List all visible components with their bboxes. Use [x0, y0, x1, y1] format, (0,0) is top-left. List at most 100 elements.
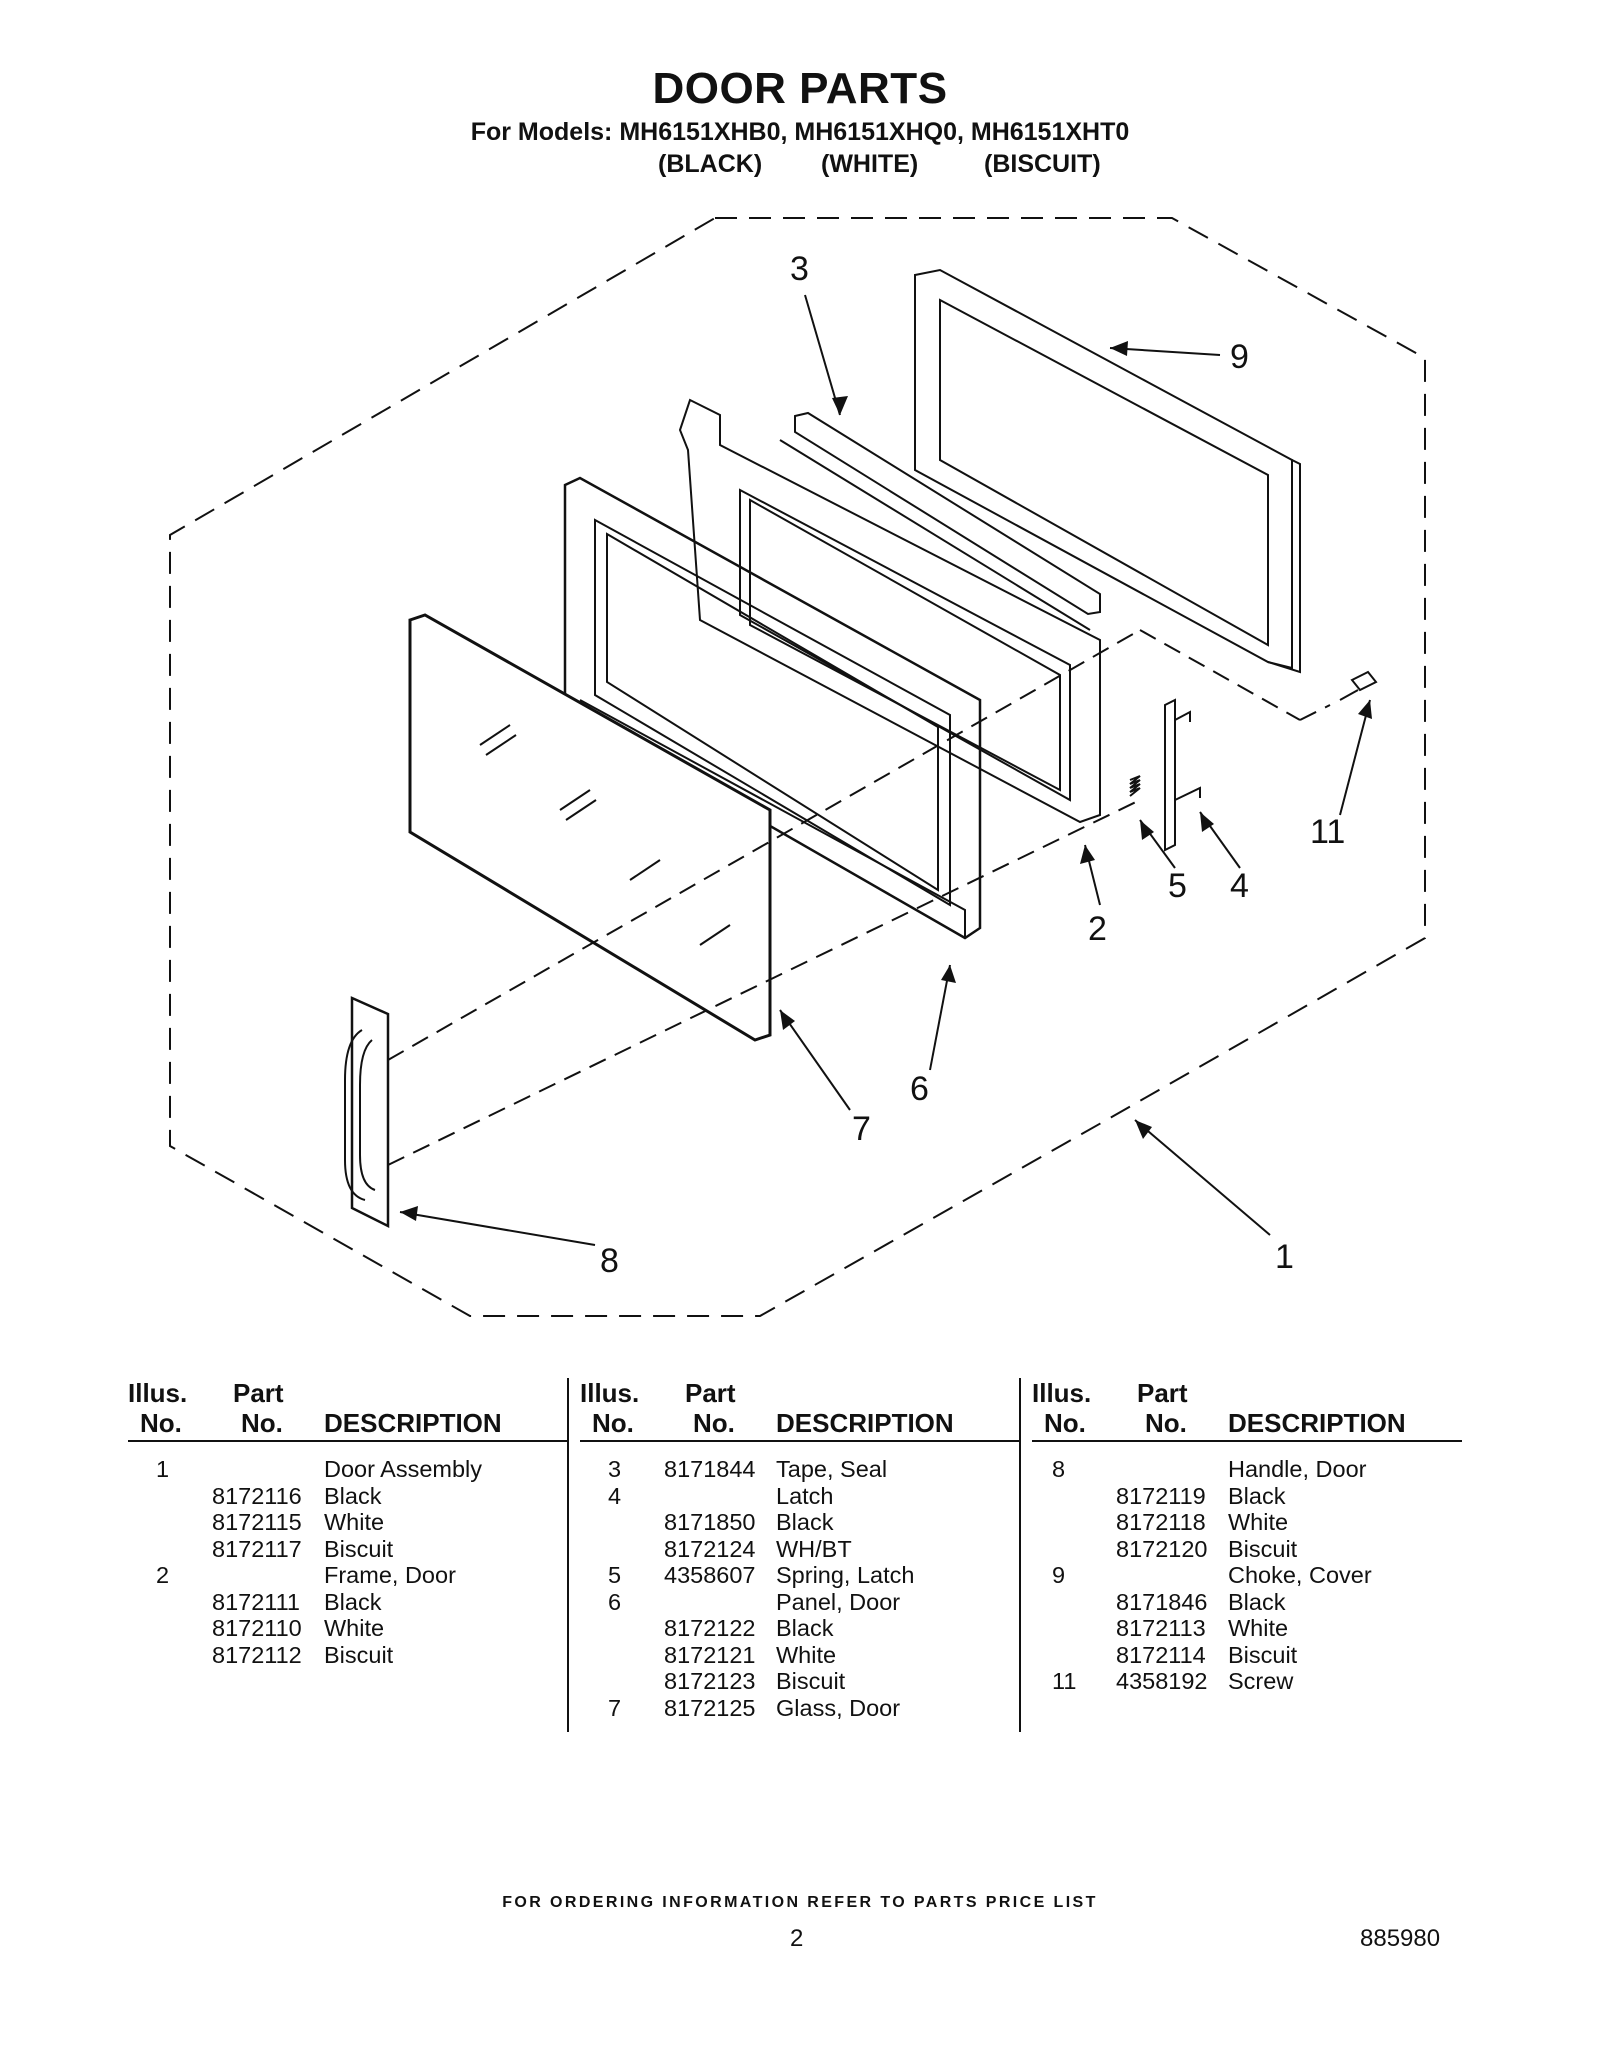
description-cell: Door Assembly [324, 1456, 483, 1482]
part-no-cell: 8171844 [664, 1456, 756, 1482]
table-row: 8172112 Biscuit [128, 1642, 568, 1669]
color-label-biscuit: (BISCUIT) [984, 150, 1101, 178]
choke-cover-drawing [914, 268, 1301, 674]
table-row: 8172111 Black [128, 1589, 568, 1616]
part-no-cell: 8171850 [664, 1509, 756, 1535]
part-no-cell: 8172122 [664, 1615, 756, 1641]
table-row: 8171846 Black [1032, 1589, 1462, 1616]
column-divider [567, 1378, 569, 1732]
part-header-2: No. [693, 1408, 735, 1438]
description-cell: Frame, Door [324, 1562, 456, 1588]
callout-7: 7 [852, 1110, 871, 1148]
callout-8: 8 [600, 1242, 619, 1280]
part-no-cell: 8172116 [212, 1482, 302, 1509]
illus-no-cell: 9 [1052, 1562, 1066, 1588]
callout-9: 9 [1230, 338, 1249, 376]
description-cell: White [324, 1509, 385, 1535]
illus-no-cell: 8 [1052, 1456, 1066, 1482]
latch-drawing [1164, 698, 1201, 852]
callout-5: 5 [1168, 867, 1187, 905]
description-header: DESCRIPTION [1228, 1408, 1406, 1438]
ordering-note: FOR ORDERING INFORMATION REFER TO PARTS … [502, 1894, 1098, 1911]
description-cell: Black [1228, 1588, 1286, 1615]
table-row: 8172119 Black [1032, 1483, 1462, 1510]
part-header-1: Part [1137, 1378, 1188, 1408]
part-header-1: Part [233, 1378, 284, 1408]
part-no-cell: 8172118 [1116, 1509, 1206, 1535]
part-no-cell: 8172117 [212, 1535, 302, 1562]
callout-4: 4 [1230, 867, 1249, 905]
page-number: 2 [790, 1925, 804, 1952]
color-label-white: (WHITE) [821, 150, 919, 178]
table-row: 1 Door Assembly [128, 1456, 568, 1483]
illus-header-2: No. [592, 1408, 634, 1438]
part-no-cell: 8172124 [664, 1535, 756, 1562]
part-header-2: No. [1145, 1408, 1187, 1438]
part-no-cell: 8171846 [1116, 1588, 1208, 1615]
assembly-outline [169, 217, 1426, 1317]
callout-6: 6 [910, 1070, 929, 1108]
table-row: 8172118 White [1032, 1509, 1462, 1536]
parts-table-column-1: Illus. No. Part No. DESCRIPTION 1 Door As… [128, 1378, 568, 1668]
callout-3: 3 [790, 250, 809, 288]
illus-header-2: No. [1044, 1408, 1086, 1438]
door-panel-drawing [563, 476, 982, 940]
description-cell: Screw [1228, 1668, 1294, 1694]
description-cell: Glass, Door [776, 1694, 901, 1721]
part-no-cell: 8172112 [212, 1641, 302, 1668]
description-cell: White [1228, 1509, 1289, 1535]
door-frame-drawing [678, 398, 1101, 824]
illus-header-2: No. [140, 1408, 182, 1438]
illus-no-cell: 1 [156, 1456, 170, 1482]
leader-lines [399, 294, 1371, 1246]
part-no-cell: 8172111 [212, 1588, 300, 1615]
description-cell: Choke, Cover [1228, 1562, 1372, 1588]
description-cell: Black [324, 1588, 382, 1615]
description-cell: Biscuit [324, 1641, 394, 1668]
description-cell: White [776, 1641, 837, 1668]
illus-no-cell: 5 [608, 1562, 622, 1588]
part-no-cell: 8172114 [1116, 1641, 1206, 1668]
description-cell: White [324, 1615, 385, 1641]
tape-seal-drawing [779, 411, 1101, 631]
table-header: Illus. No. Part No. DESCRIPTION [128, 1378, 568, 1442]
models-subtitle: For Models: MH6151XHB0, MH6151XHQ0, MH61… [470, 118, 1130, 146]
door-glass-drawing [408, 613, 772, 1042]
part-no-cell: 8172123 [664, 1668, 756, 1694]
description-header: DESCRIPTION [776, 1408, 954, 1438]
description-cell: Black [324, 1482, 382, 1509]
description-cell: Black [1228, 1482, 1286, 1509]
latch-spring-drawing [1129, 775, 1141, 797]
arrow-heads [400, 341, 1372, 1221]
illus-no-cell: 3 [608, 1456, 622, 1482]
description-cell: Biscuit [776, 1668, 846, 1694]
part-no-cell: 8172119 [1116, 1482, 1206, 1509]
description-cell: Tape, Seal [776, 1456, 888, 1482]
table-row: 3 8171844 Tape, Seal [580, 1456, 1020, 1483]
part-no-cell: 4358607 [664, 1562, 756, 1588]
part-no-cell: 8172125 [664, 1694, 756, 1721]
document-number: 885980 [1360, 1925, 1441, 1952]
table-row: 8172115 White [128, 1509, 568, 1536]
table-header: Illus. No. Part No. DESCRIPTION [1032, 1378, 1462, 1442]
description-cell: Latch [776, 1482, 834, 1509]
part-no-cell: 8172115 [212, 1509, 302, 1535]
table-row: 9 Choke, Cover [1032, 1562, 1462, 1589]
